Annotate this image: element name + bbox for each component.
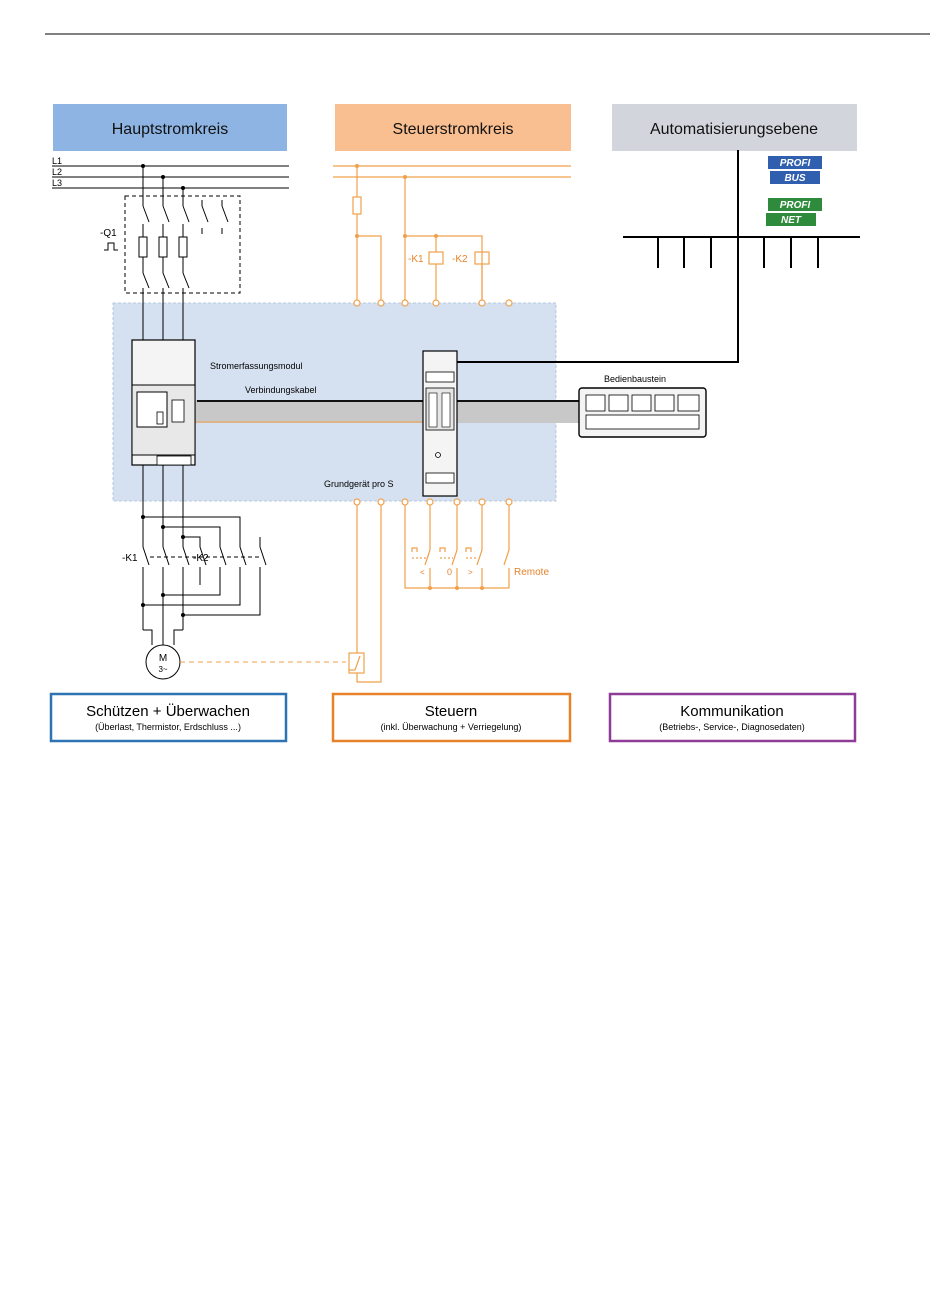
main-conductors	[142, 288, 184, 340]
remote-label: Remote	[514, 567, 549, 578]
phase-lines	[52, 165, 289, 189]
button-zero-label: 0	[447, 567, 452, 577]
k2-main-label: -K2	[193, 553, 209, 564]
operator-panel-label: Bedienbaustein	[604, 374, 666, 384]
communication-subtitle: (Betriebs-, Service-, Diagnosedaten)	[659, 722, 805, 732]
control-terminals	[353, 299, 513, 506]
profibus-logo: PROFI BUS	[768, 156, 822, 184]
k1-main-label: -K1	[122, 553, 138, 564]
operator-panel	[578, 387, 707, 438]
profinet-text-bottom: NET	[781, 215, 802, 226]
fieldbus	[457, 150, 860, 363]
control-circuit-title: Steuerstromkreis	[393, 121, 514, 138]
q1-breaker	[104, 166, 241, 294]
protect-subtitle: (Überlast, Thermistor, Erdschluss ...)	[95, 722, 241, 732]
phase-label-l3: L3	[52, 178, 62, 188]
k2-coil-label: -K2	[452, 254, 468, 265]
control-junctions	[355, 164, 484, 590]
button-right-label: >	[468, 568, 473, 577]
control-title: Steuern	[425, 703, 478, 720]
phase-label-l2: L2	[52, 167, 62, 177]
control-box	[331, 692, 572, 743]
control-circuit-header	[335, 104, 571, 151]
motor-label-m: M	[159, 653, 167, 664]
contactor-wiring	[142, 465, 267, 645]
base-unit-label: Grundgerät pro S	[324, 479, 394, 489]
phase-label-l1: L1	[52, 156, 62, 166]
motor-label-3: 3~	[158, 665, 167, 674]
profinet-logo: PROFI NET	[766, 198, 822, 226]
button-left-label: <	[420, 568, 425, 577]
connection-cable-label: Verbindungskabel	[245, 385, 317, 395]
automation-header	[612, 104, 857, 151]
communication-title: Kommunikation	[680, 703, 783, 720]
profibus-text-top: PROFI	[780, 158, 811, 169]
current-acquisition-module	[131, 339, 196, 466]
main-circuit-header	[53, 104, 287, 151]
base-unit	[422, 350, 458, 497]
profibus-text-bottom: BUS	[784, 173, 805, 184]
control-circuit-wiring	[333, 165, 571, 683]
main-circuit-title: Hauptstromkreis	[112, 121, 228, 138]
current-module-label: Stromerfassungsmodul	[210, 361, 303, 371]
communication-box	[608, 692, 857, 743]
automation-title: Automatisierungsebene	[650, 121, 818, 138]
contactor-junctions	[141, 515, 185, 617]
connection-cable-band	[195, 400, 585, 423]
control-subtitle: (inkl. Überwachung + Verriegelung)	[381, 722, 522, 732]
k1-coil-label: -K1	[408, 254, 424, 265]
profinet-text-top: PROFI	[780, 200, 811, 211]
protect-box	[49, 692, 288, 743]
q1-label: -Q1	[100, 228, 117, 239]
protect-title: Schützen + Überwachen	[86, 702, 250, 720]
